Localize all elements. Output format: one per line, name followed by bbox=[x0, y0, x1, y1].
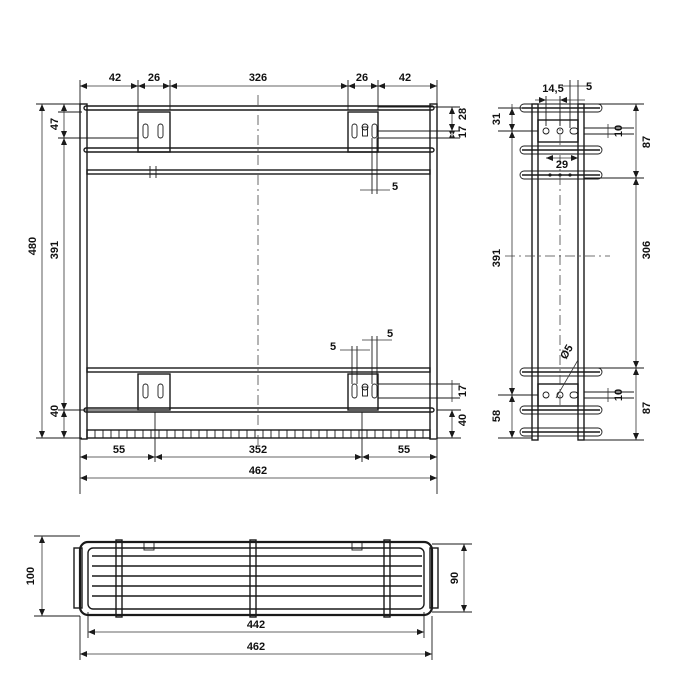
dim-lower-5-left: 5 bbox=[330, 341, 336, 353]
dim-side-31: 31 bbox=[491, 113, 503, 125]
side-left-dimension: 31 391 58 bbox=[491, 104, 538, 439]
top-view: 100 90 442 462 bbox=[25, 535, 472, 660]
dim-top-42-left: 42 bbox=[109, 72, 121, 84]
side-inner-dimension: 29 Ø5 bbox=[546, 155, 579, 399]
dim-lower-5-right: 5 bbox=[387, 328, 393, 340]
dim-right-28: 28 bbox=[457, 108, 469, 120]
side-view: 14,5 5 29 Ø5 31 391 58 bbox=[491, 80, 653, 441]
front-view: 42 26 326 26 42 480 391 47 40 28 17 bbox=[27, 72, 469, 494]
bracket-bottom-left bbox=[137, 373, 171, 411]
front-bottom-dimension: 55 352 55 462 bbox=[79, 412, 438, 494]
bottom-grid-ticks bbox=[94, 430, 424, 438]
dim-top-42-right: 42 bbox=[399, 72, 411, 84]
front-top-dimension: 42 26 326 26 42 bbox=[79, 72, 438, 110]
dim-side-58: 58 bbox=[491, 410, 503, 422]
dim-side-391: 391 bbox=[491, 249, 503, 267]
side-top-dimension: 14,5 5 bbox=[535, 80, 592, 128]
dim-side-87-bottom: 87 bbox=[641, 402, 653, 414]
dim-left-40: 40 bbox=[49, 405, 61, 417]
top-left-dimension: 100 bbox=[25, 535, 80, 617]
top-bottom-dimension: 442 462 bbox=[79, 612, 433, 660]
dim-left-391: 391 bbox=[49, 241, 61, 259]
dim-side-10-top: 10 bbox=[613, 125, 625, 137]
dim-top-26-left: 26 bbox=[148, 72, 160, 84]
dim-lower-right-17: 17 bbox=[457, 385, 469, 397]
bracket-top-right bbox=[347, 111, 379, 153]
front-left-dimension: 480 391 47 40 bbox=[27, 103, 138, 439]
dim-side-5: 5 bbox=[586, 81, 592, 93]
dim-bottom-55-right: 55 bbox=[398, 444, 410, 456]
dim-left-47: 47 bbox=[49, 118, 61, 130]
dim-side-29: 29 bbox=[556, 159, 568, 171]
dim-side-87-top: 87 bbox=[641, 136, 653, 148]
dim-bottom-right-40: 40 bbox=[457, 414, 469, 426]
dim-slot-5: 5 bbox=[392, 181, 398, 193]
top-right-dimension: 90 bbox=[432, 543, 472, 613]
dim-bottom-55-left: 55 bbox=[113, 444, 125, 456]
bracket-bottom-right bbox=[347, 373, 379, 411]
dim-top-326: 326 bbox=[249, 72, 267, 84]
dim-top-26-right: 26 bbox=[356, 72, 368, 84]
dim-top-view-90: 90 bbox=[449, 572, 461, 584]
dim-side-10-bottom: 10 bbox=[613, 389, 625, 401]
dim-top-view-100: 100 bbox=[25, 567, 37, 585]
front-right-dimension: 28 17 5 5 5 17 40 bbox=[330, 106, 469, 439]
dim-bottom-462: 462 bbox=[249, 465, 267, 477]
side-right-dimension: 87 10 306 10 87 bbox=[584, 103, 653, 441]
dim-left-480: 480 bbox=[27, 237, 39, 255]
dim-side-14-5: 14,5 bbox=[542, 83, 563, 95]
dim-top-view-462: 462 bbox=[247, 641, 265, 653]
dim-top-view-442: 442 bbox=[247, 619, 265, 631]
dim-side-d5: Ø5 bbox=[558, 343, 576, 362]
bracket-top-left bbox=[137, 111, 171, 153]
dim-bottom-352: 352 bbox=[249, 444, 267, 456]
dim-right-17: 17 bbox=[457, 126, 469, 138]
dim-side-306: 306 bbox=[641, 241, 653, 259]
